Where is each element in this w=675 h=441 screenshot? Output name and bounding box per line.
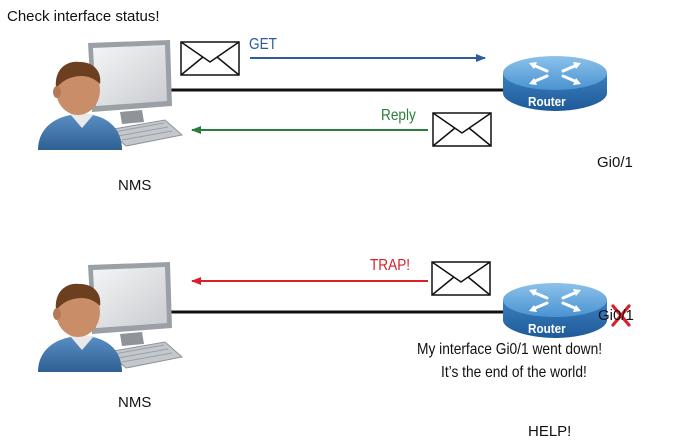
top-interface-label: Gi0/1 bbox=[597, 154, 633, 171]
reply-label: Reply bbox=[381, 107, 416, 124]
router-message-line1: My interface Gi0/1 went down! bbox=[417, 341, 603, 358]
bottom-router-label: Router bbox=[528, 321, 566, 336]
trap-label: TRAP! bbox=[370, 257, 411, 274]
top-router-icon[interactable] bbox=[503, 56, 607, 111]
reply-envelope-icon bbox=[432, 112, 492, 147]
help-label: HELP! bbox=[528, 423, 572, 440]
bottom-nms-workstation-icon[interactable] bbox=[38, 262, 184, 372]
caption-text: Check interface status! bbox=[7, 8, 160, 25]
bottom-router-icon[interactable] bbox=[503, 283, 607, 338]
red-x-icon bbox=[611, 304, 631, 327]
bottom-interface-label: Gi0/1 bbox=[598, 307, 634, 324]
get-envelope-icon bbox=[180, 41, 240, 76]
router-message-line2: It’s the end of the world! bbox=[441, 364, 587, 381]
top-nms-label: NMS bbox=[118, 177, 152, 194]
trap-envelope-icon bbox=[431, 261, 491, 296]
get-label: GET bbox=[249, 36, 277, 53]
top-router-label: Router bbox=[528, 94, 566, 109]
top-nms-workstation-icon[interactable] bbox=[38, 40, 184, 150]
bottom-nms-label: NMS bbox=[118, 394, 152, 411]
